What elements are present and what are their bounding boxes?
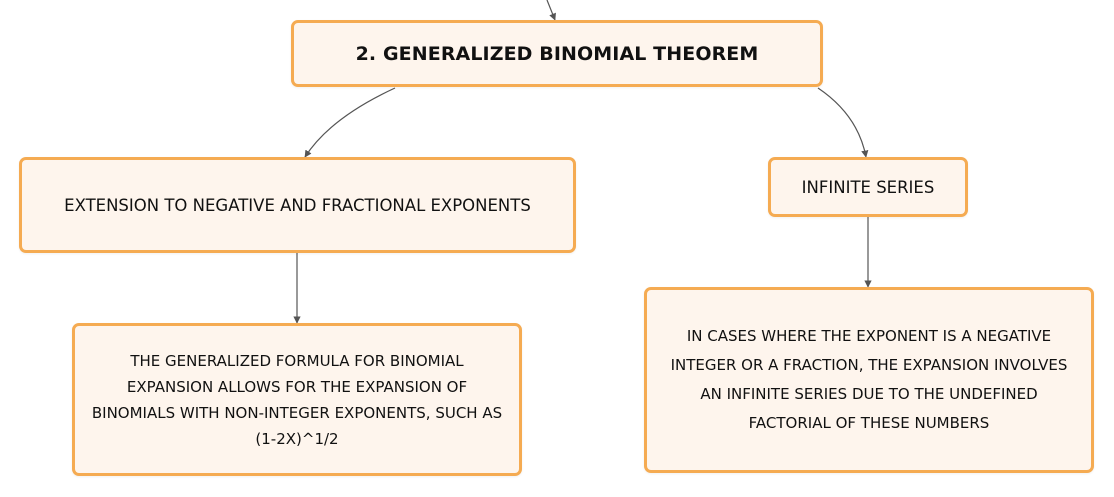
infinite-cases-node-label: IN CASES WHERE THE EXPONENT IS A NEGATIV… (670, 327, 1068, 432)
extension-node[interactable]: EXTENSION TO NEGATIVE AND FRACTIONAL EXP… (19, 157, 576, 253)
edge-incoming-root (546, 0, 556, 21)
generalized-formula-node-label: THE GENERALIZED FORMULA FOR BINOMIAL EXP… (91, 351, 503, 448)
extension-node-label: EXTENSION TO NEGATIVE AND FRACTIONAL EXP… (64, 195, 531, 215)
edge-root-to-infinite-series (817, 87, 869, 158)
generalized-formula-node[interactable]: THE GENERALIZED FORMULA FOR BINOMIAL EXP… (72, 323, 522, 476)
infinite-cases-node[interactable]: IN CASES WHERE THE EXPONENT IS A NEGATIV… (644, 287, 1094, 473)
root-node-label: 2. GENERALIZED BINOMIAL THEOREM (355, 42, 759, 65)
infinite-series-node[interactable]: INFINITE SERIES (768, 157, 968, 217)
edge-root-to-extension (304, 87, 396, 158)
root-node[interactable]: 2. GENERALIZED BINOMIAL THEOREM (291, 20, 823, 87)
infinite-series-node-label: INFINITE SERIES (801, 177, 935, 197)
